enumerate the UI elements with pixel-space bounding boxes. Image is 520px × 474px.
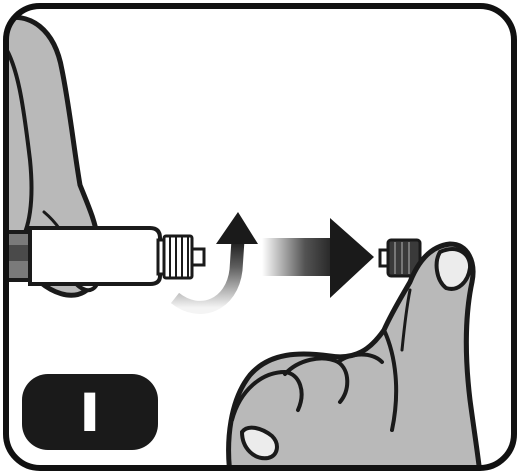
right-arrow-icon [262, 218, 374, 298]
right-hand [226, 241, 483, 468]
fingernail [434, 247, 473, 291]
step-badge: I [22, 374, 158, 450]
step-label: I [79, 380, 101, 443]
panel-frame [3, 3, 517, 471]
curved-rotate-arrow-icon [170, 212, 258, 314]
lower-fingernail [239, 425, 279, 461]
vial [6, 226, 206, 286]
removed-cap [378, 238, 422, 278]
